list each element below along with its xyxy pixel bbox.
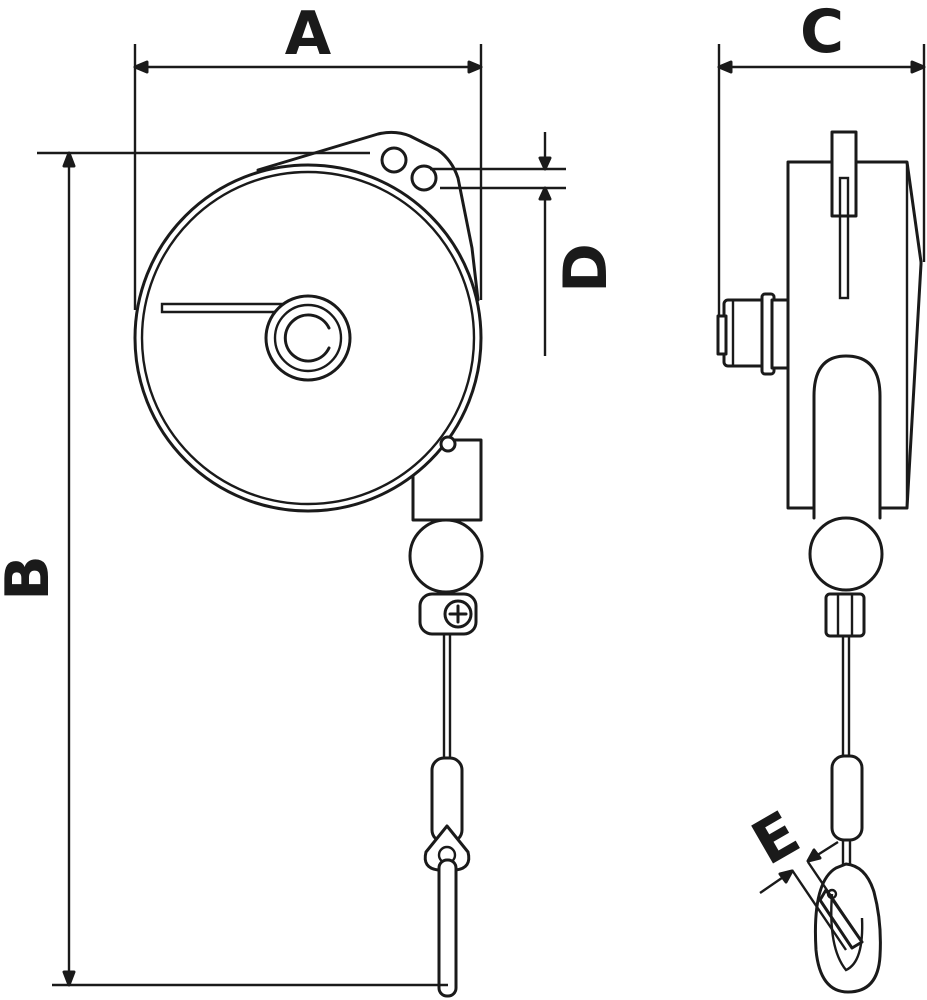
front-ball-stop (408, 518, 484, 594)
dimension-e-label: E (741, 798, 812, 879)
side-hanger (830, 130, 858, 218)
side-hub-cap (722, 298, 768, 368)
side-hanger-slot (838, 176, 850, 300)
front-small-screw (439, 435, 457, 453)
dimension-d: D (430, 132, 621, 356)
front-hub-outer (264, 294, 352, 382)
side-ball-stop (808, 516, 884, 592)
side-cable-clamp (824, 592, 866, 638)
side-cable-window (812, 354, 882, 520)
dimension-c-label: C (800, 0, 844, 67)
front-view (133, 130, 484, 998)
dimension-a-label: A (285, 0, 332, 69)
front-lug-hole-1 (380, 146, 408, 174)
front-drum-inner (140, 170, 476, 506)
side-view (716, 130, 923, 994)
front-lug-hole-2 (410, 164, 438, 192)
dimension-d-label: D (551, 243, 621, 293)
side-cable (841, 636, 851, 760)
dimension-b: B (0, 151, 448, 987)
side-ferrule (830, 754, 864, 842)
front-hub-mid (273, 303, 343, 373)
dimension-c: C (717, 0, 926, 316)
front-hub-ring (283, 313, 331, 363)
dimension-a: A (133, 0, 483, 310)
front-clamp-screw-cross (448, 604, 468, 624)
front-hanging-rod (437, 858, 458, 998)
front-cable (442, 634, 452, 758)
dimension-b-label: B (0, 555, 63, 601)
side-snap-hook (813, 862, 882, 994)
side-hub-base (770, 298, 790, 370)
